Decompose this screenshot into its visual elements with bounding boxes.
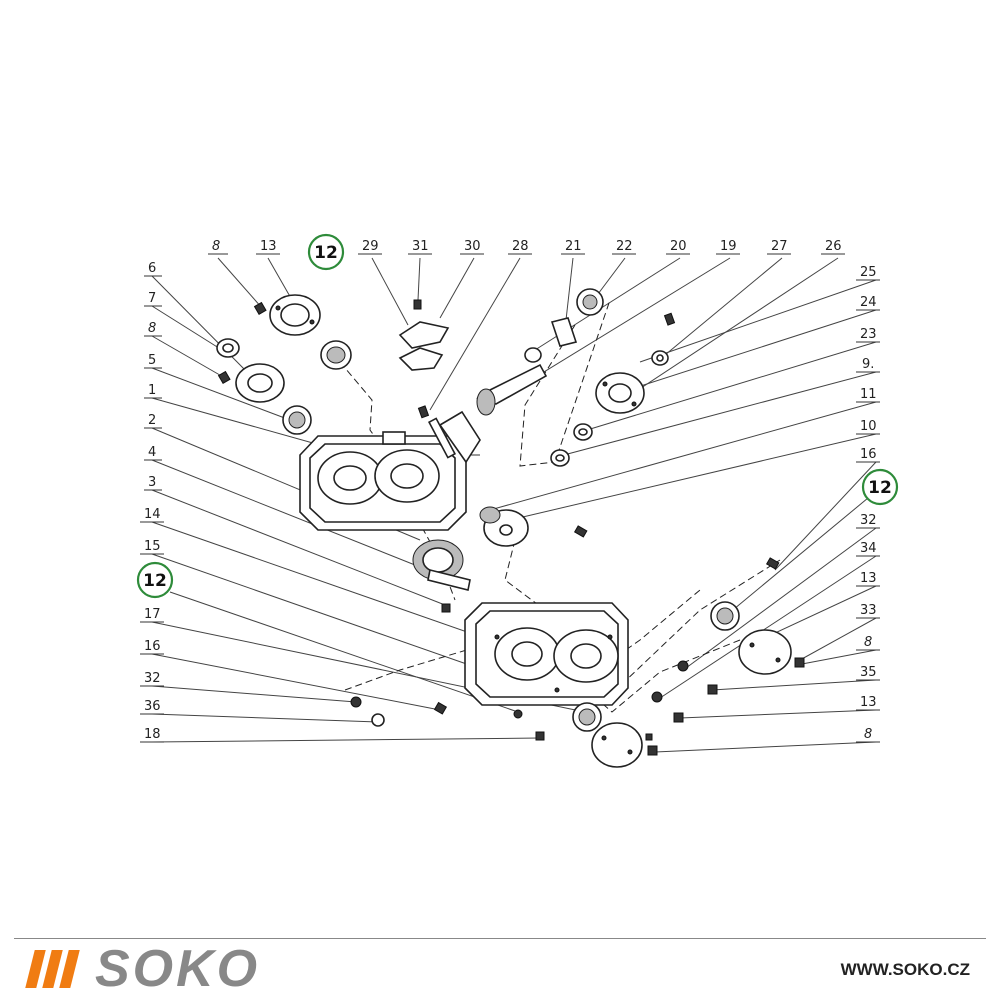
bearing-cover-6 [235,363,285,403]
brand-logo: SOKO [25,940,261,998]
bearing-22 [576,288,604,316]
flange-cover-13 [269,294,321,336]
label-2: 2 [148,413,156,428]
label-29: 29 [362,239,379,254]
label-28: 28 [512,239,529,254]
sleeve-21 [550,317,578,347]
label-15: 15 [144,539,161,554]
label-26: 26 [825,239,842,254]
label-24: 24 [860,295,877,310]
label-4: 4 [148,445,156,460]
label-31: 31 [412,239,429,254]
label-12-highlight: 12 [314,243,338,263]
flange-cover-26 [595,372,645,414]
label-1: 1 [148,383,156,398]
label-9: 9. [862,357,874,372]
label-14: 14 [144,507,161,522]
highlight-circle [136,561,174,599]
ring-9 [550,449,570,467]
label-33: 33 [860,603,877,618]
bevel-gear-11 [479,506,529,547]
label-7: 7 [148,291,156,306]
label-36: 36 [144,699,161,714]
label-27: 27 [771,239,788,254]
label-8: 8 [148,321,156,336]
label-22: 22 [616,239,633,254]
label-32: 32 [144,671,161,686]
bearing-12-top [320,340,352,370]
small-fasteners [217,299,805,756]
seal-ring-7 [216,338,240,358]
label-20: 20 [670,239,687,254]
label-30: 30 [464,239,481,254]
bearing-12-right [710,601,740,631]
label-12-highlight: 12 [868,478,892,498]
label-35: 35 [860,665,877,680]
label-21: 21 [565,239,582,254]
highlight-circle [307,233,345,271]
label-17: 17 [144,607,161,622]
bearing-5 [282,405,312,435]
label-8: 8 [864,727,872,742]
label-11: 11 [860,387,877,402]
label-13: 13 [860,695,877,710]
leader-lines [151,257,877,753]
label-16: 16 [144,639,161,654]
label-34: 34 [860,541,877,556]
label-8: 8 [212,239,220,254]
label-5: 5 [148,353,156,368]
label-13: 13 [860,571,877,586]
website-url: WWW.SOKO.CZ [840,960,970,979]
bevel-shaft-20 [476,347,548,416]
label-18: 18 [144,727,161,742]
flanged-tube-28 [427,410,481,464]
label-32: 32 [860,513,877,528]
label-10: 10 [860,419,877,434]
upper-gearbox-housing [299,431,480,531]
gear-shaft-4 [412,539,471,591]
seal-ring-27 [651,350,669,366]
label-19: 19 [720,239,737,254]
cover-plate-bottom [591,722,643,768]
lower-gearbox-housing [464,602,629,706]
label-8: 8 [864,635,872,650]
ring-23 [573,423,593,441]
label-12-highlight: 12 [143,571,167,591]
highlight-circle [861,468,899,506]
callout-labels: 8 13 29 31 30 28 21 22 20 19 27 26 12 6 … [136,233,899,743]
gasket-frame-30 [398,321,450,371]
label-23: 23 [860,327,877,342]
bearing-12-left [572,702,602,732]
label-16: 16 [860,447,877,462]
label-6: 6 [148,261,156,276]
label-3: 3 [148,475,156,490]
cover-plate-right [738,629,792,675]
label-13: 13 [260,239,277,254]
label-25: 25 [860,265,877,280]
logo-bars-icon [25,950,80,988]
brand-name: SOKO [95,940,261,998]
footer-divider [14,938,986,939]
